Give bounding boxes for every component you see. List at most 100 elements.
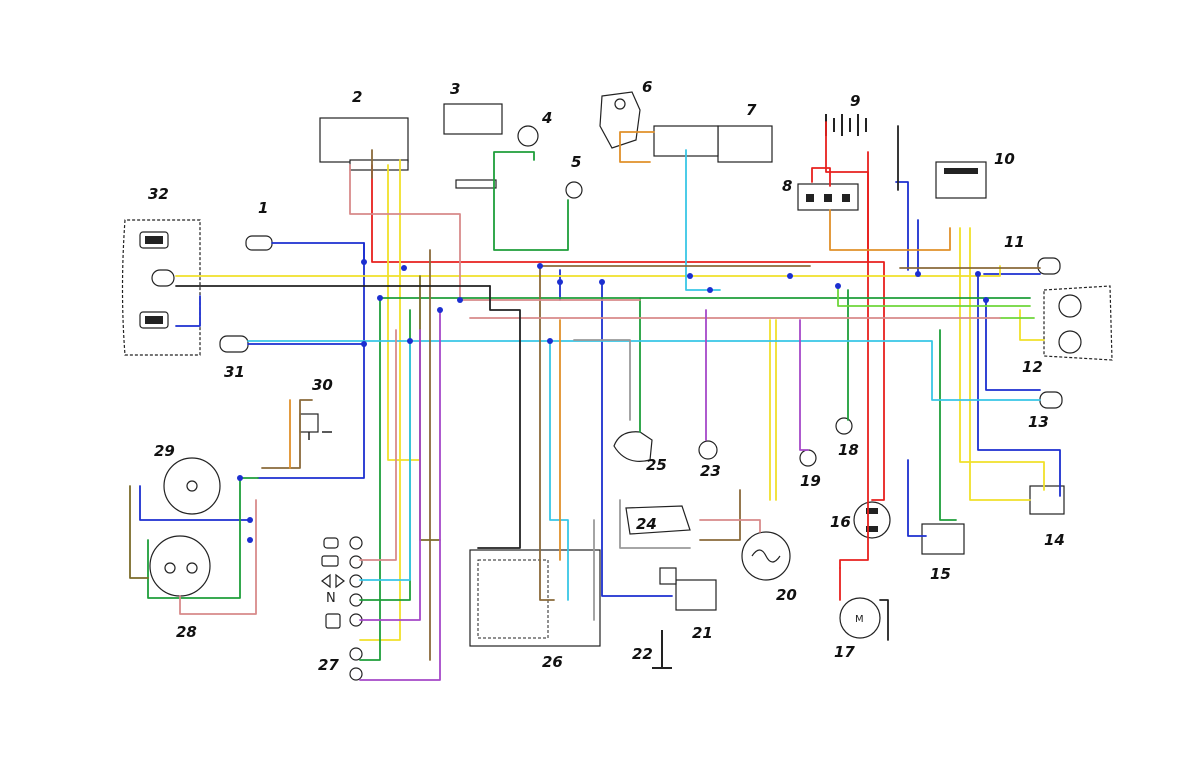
wire-blue	[175, 295, 201, 327]
wire-green	[493, 151, 535, 181]
wire-blue	[895, 181, 909, 271]
component-number-30: 30	[312, 376, 333, 394]
wire-junction-dot	[707, 287, 713, 293]
sensor-5	[565, 181, 583, 199]
fuse-box-8	[797, 183, 859, 211]
component-number-29: 29	[154, 442, 175, 460]
wire-blue	[907, 459, 927, 537]
wire-orange	[829, 209, 951, 251]
wire-cyan	[685, 149, 721, 291]
rear-light-12	[1043, 285, 1113, 361]
component-number-1: 1	[258, 199, 268, 217]
sensor-30	[299, 413, 332, 440]
instrument-cluster-32	[121, 219, 201, 356]
component-number-10: 10	[994, 150, 1015, 168]
wire-junction-dot	[599, 279, 605, 285]
wire-green	[359, 309, 411, 601]
wire-purple	[359, 329, 421, 621]
wire-blue	[257, 242, 365, 479]
wire-junction-dot	[537, 263, 543, 269]
wire-purple	[359, 309, 441, 681]
horn-25	[613, 431, 653, 462]
component-number-15: 15	[930, 565, 951, 583]
wire-junction-dot	[975, 271, 981, 277]
component-number-8: 8	[782, 177, 792, 195]
component-number-23: 23	[700, 462, 721, 480]
component-number-3: 3	[450, 80, 460, 98]
component-number-21: 21	[692, 624, 713, 642]
component-number-4: 4	[541, 109, 552, 127]
starter-motor-17: M	[839, 597, 881, 639]
component-number-25: 25	[646, 456, 667, 474]
component-number-11: 11	[1004, 233, 1025, 251]
switch-panel-26	[469, 549, 601, 647]
wire-cyan	[549, 340, 1041, 401]
wire-junction-dot	[557, 279, 563, 285]
wire-junction-dot	[437, 307, 443, 313]
component-number-20: 20	[776, 586, 797, 604]
wire-junction-dot	[787, 273, 793, 279]
ignition-coil-21	[659, 567, 717, 611]
wire-pink	[699, 519, 761, 533]
wire-junction-dot	[377, 295, 383, 301]
starter-relay-16	[853, 501, 891, 539]
component-number-13: 13	[1028, 413, 1049, 431]
spark-plug-22	[652, 630, 672, 669]
wire-brown	[261, 399, 313, 469]
component-number-9: 9	[850, 92, 860, 110]
ignition-switch-2	[319, 117, 409, 171]
component-number-14: 14	[1044, 531, 1065, 549]
connector-11	[1037, 257, 1061, 275]
wire-harness	[129, 121, 1061, 681]
wire-blue	[271, 242, 365, 263]
wire-junction-dot	[547, 338, 553, 344]
component-number-2: 2	[352, 88, 362, 106]
wire-lime	[837, 285, 1031, 307]
warning-lights-27: N	[321, 536, 363, 681]
wire-pink	[179, 499, 257, 615]
wire-junction-dot	[247, 517, 253, 523]
wire-red	[839, 151, 869, 569]
wire-yellow	[1019, 309, 1045, 341]
wire-junction-dot	[361, 341, 367, 347]
connector-1	[245, 235, 273, 251]
wire-junction-dot	[687, 273, 693, 279]
cdi-unit-7	[653, 125, 773, 163]
wire-brown	[539, 265, 555, 601]
component-number-12: 12	[1022, 358, 1043, 376]
wire-brown	[699, 489, 741, 541]
wire-purple	[799, 319, 809, 451]
speedometer-28	[149, 535, 211, 597]
wire-olive	[129, 485, 149, 579]
module-24	[625, 505, 691, 535]
battery-9	[825, 114, 867, 136]
component-number-6: 6	[642, 78, 652, 96]
wire-black	[879, 599, 889, 641]
component-number-27: 27	[318, 656, 339, 674]
wire-junction-dot	[915, 271, 921, 277]
component-number-32: 32	[148, 185, 169, 203]
wire-orange	[619, 131, 655, 163]
wire-green	[359, 297, 381, 661]
component-number-19: 19	[800, 472, 821, 490]
wire-grey	[573, 339, 631, 421]
wire-junction-dot	[983, 297, 989, 303]
wire-yellow	[959, 227, 1045, 491]
wire-yellow	[399, 265, 1001, 277]
tachometer-29	[163, 457, 221, 515]
wire-blue	[601, 281, 673, 597]
component-number-22: 22	[632, 645, 653, 663]
wire-junction-dot	[237, 475, 243, 481]
relay-15	[921, 523, 965, 555]
connector-31	[219, 335, 249, 353]
wire-junction-dot	[247, 537, 253, 543]
motor-label: M	[855, 614, 864, 625]
wire-blue	[977, 273, 1061, 497]
wire-yellow	[359, 159, 401, 641]
wire-blue	[985, 299, 1041, 391]
sensor-4	[517, 125, 539, 147]
component-number-31: 31	[224, 363, 245, 381]
wire-black	[477, 285, 521, 549]
wire-pink	[349, 164, 461, 301]
